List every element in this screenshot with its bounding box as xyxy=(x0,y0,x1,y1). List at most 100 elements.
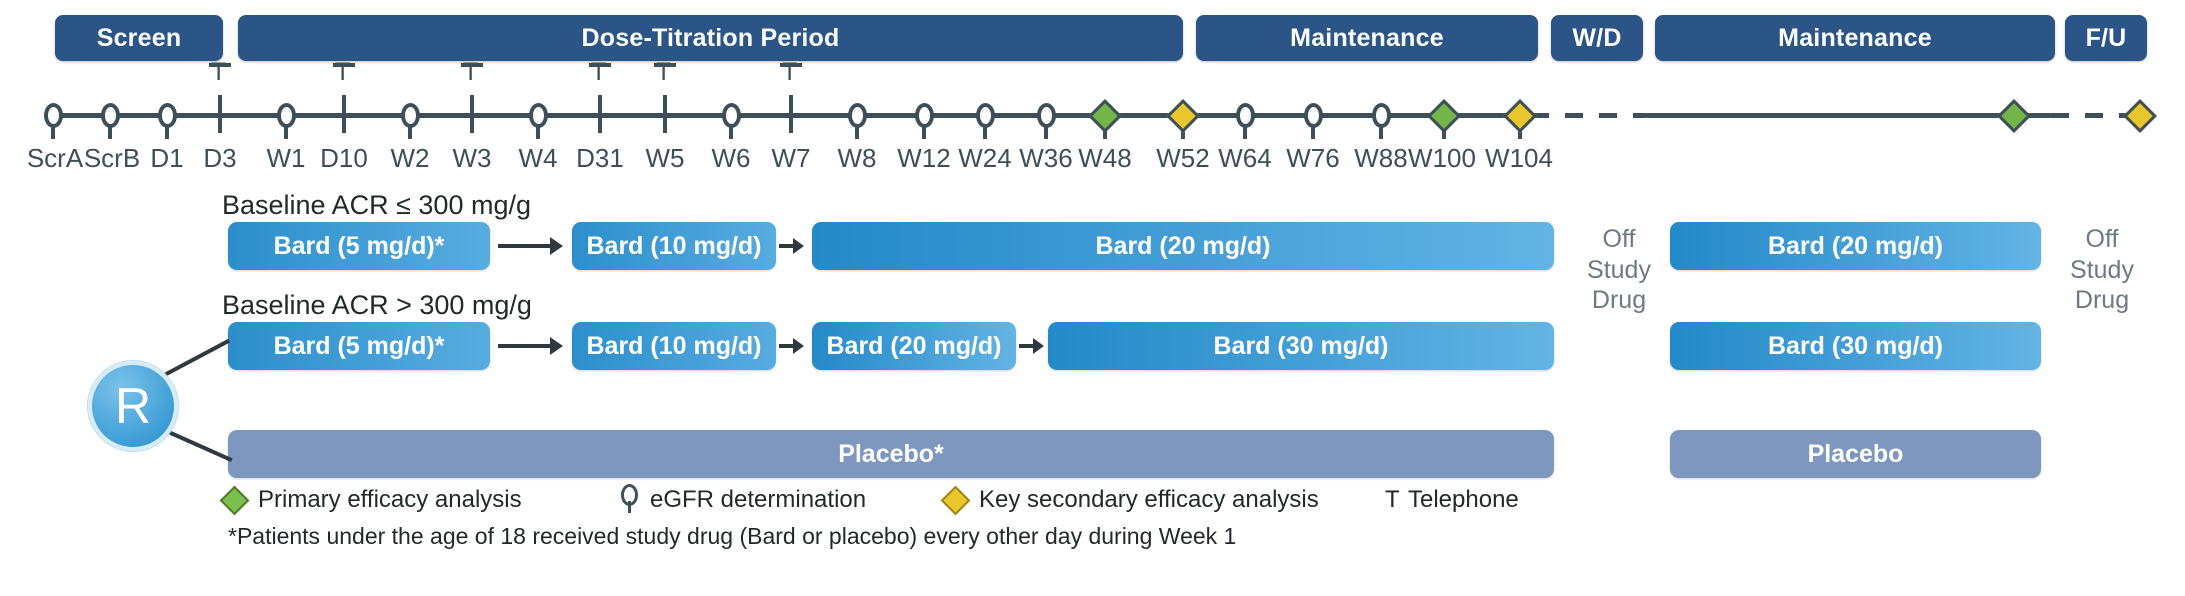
off-study-drug-first: Off Study Drug xyxy=(1574,224,1664,316)
egfr-marker-icon xyxy=(44,103,63,128)
egfr-marker-icon xyxy=(1236,103,1255,128)
egfr-stem xyxy=(729,124,733,139)
phase-bar-maintenance-2: Maintenance xyxy=(1655,15,2055,61)
bar-label: Bard (20 mg/d) xyxy=(826,331,1002,360)
legend-label-telephone: Telephone xyxy=(1408,486,1519,513)
key-secondary-efficacy-diamond-icon xyxy=(1166,99,1200,133)
egfr-marker-icon xyxy=(722,103,741,128)
arrow-high-5-to-10 xyxy=(498,344,560,348)
tick-label-w2: W2 xyxy=(390,143,430,173)
legend-telephone-icon: T xyxy=(1385,486,1400,513)
phase-bar-follow-up: F/U xyxy=(2065,15,2147,61)
tick-label-w7: W7 xyxy=(771,143,811,173)
bar-label: Bard (10 mg/d) xyxy=(586,331,762,360)
primary-efficacy-diamond-icon xyxy=(1088,99,1122,133)
timeline-axis-main xyxy=(56,113,1531,118)
key-secondary-efficacy-diamond-icon-right xyxy=(2123,99,2157,133)
phase-bar-label: F/U xyxy=(2085,23,2127,52)
egfr-marker-icon xyxy=(158,103,177,128)
egfr-marker-icon xyxy=(1037,103,1056,128)
tick-label-w88: W88 xyxy=(1354,143,1408,173)
tick-label-w104: W104 xyxy=(1485,143,1553,173)
telephone-top-bar xyxy=(461,63,483,67)
egfr-marker-icon xyxy=(101,103,120,128)
bar-cohort-high-bard20: Bard (20 mg/d) xyxy=(812,322,1016,370)
bar-cohort-high-bard10: Bard (10 mg/d) xyxy=(572,322,776,370)
egfr-stem xyxy=(922,124,926,139)
phase-bar-label: Dose-Titration Period xyxy=(581,23,840,52)
arrow-high-10-to-20 xyxy=(779,344,801,348)
egfr-stem xyxy=(108,124,112,139)
egfr-stem xyxy=(51,124,55,139)
legend-secondary-diamond-icon xyxy=(940,485,971,516)
telephone-marker-icon xyxy=(470,95,474,133)
tick-label-w36: W36 xyxy=(1019,143,1073,173)
arrow-high-20-to-30 xyxy=(1019,344,1041,348)
timeline-axis-dashed-1 xyxy=(1531,113,1646,118)
legend-egfr-stem xyxy=(628,501,631,513)
tick-label-w48: W48 xyxy=(1078,143,1132,173)
off-study-drug-line: Off xyxy=(1602,225,1636,253)
phase-bar-withdrawal: W/D xyxy=(1551,15,1643,61)
cohort-low-label: Baseline ACR ≤ 300 mg/g xyxy=(222,190,531,220)
legend-footnote: *Patients under the age of 18 received s… xyxy=(228,523,1237,549)
egfr-marker-icon xyxy=(915,103,934,128)
tick-label-w100: W100 xyxy=(1408,143,1476,173)
timeline-axis-dashed-2 xyxy=(2051,113,2151,118)
legend-label-secondary: Key secondary efficacy analysis xyxy=(979,486,1319,513)
egfr-marker-icon xyxy=(848,103,867,128)
tick-label-scrb: ScrB xyxy=(83,143,141,173)
telephone-top-bar xyxy=(589,63,611,67)
egfr-stem xyxy=(1243,124,1247,139)
bar-cohort-high-bard30-maintenance: Bard (30 mg/d) xyxy=(1670,322,2041,370)
tick-label-w12: W12 xyxy=(897,143,951,173)
egfr-stem xyxy=(408,124,412,139)
primary-efficacy-diamond-icon-right xyxy=(1997,99,2031,133)
legend-label-primary: Primary efficacy analysis xyxy=(258,486,522,513)
tick-label-scra: ScrA xyxy=(26,143,84,173)
tick-label-w52: W52 xyxy=(1156,143,1210,173)
egfr-marker-icon xyxy=(277,103,296,128)
telephone-top-bar xyxy=(780,63,802,67)
tick-label-d1: D1 xyxy=(150,143,184,173)
off-study-drug-line: Off xyxy=(2085,225,2119,253)
bar-label: Bard (5 mg/d)* xyxy=(273,331,445,360)
legend-primary-diamond-icon xyxy=(219,485,250,516)
cohort-high-label: Baseline ACR > 300 mg/g xyxy=(222,290,532,320)
off-study-drug-line: Drug xyxy=(1591,286,1647,314)
phase-bar-label: Screen xyxy=(96,23,182,52)
tick-label-w1: W1 xyxy=(266,143,306,173)
bar-label: Bard (30 mg/d) xyxy=(1213,331,1389,360)
egfr-marker-icon xyxy=(1304,103,1323,128)
bar-cohort-high-bard30: Bard (30 mg/d) xyxy=(1048,322,1554,370)
bar-label: Bard (30 mg/d) xyxy=(1767,331,1944,360)
randomization-label: R xyxy=(114,378,152,434)
egfr-stem xyxy=(983,124,987,139)
bar-label: Bard (5 mg/d)* xyxy=(273,231,445,260)
timeline-axis-segment-2 xyxy=(1646,113,2051,118)
tick-label-d31: D31 xyxy=(576,143,624,173)
arrow-low-10-to-20 xyxy=(779,244,801,248)
egfr-stem xyxy=(1379,124,1383,139)
tick-label-d3: D3 xyxy=(203,143,237,173)
bar-label: Bard (10 mg/d) xyxy=(586,231,762,260)
egfr-stem xyxy=(1044,124,1048,139)
bar-cohort-low-bard20: Bard (20 mg/d) xyxy=(812,222,1554,270)
egfr-stem xyxy=(165,124,169,139)
randomization-circle: R xyxy=(88,361,178,451)
tick-label-w5: W5 xyxy=(645,143,685,173)
telephone-marker-icon xyxy=(218,95,222,133)
phase-bar-screen: Screen xyxy=(55,15,223,61)
legend-label-egfr: eGFR determination xyxy=(650,486,867,513)
bar-placebo-maintenance: Placebo xyxy=(1670,430,2041,478)
off-study-drug-second: Off Study Drug xyxy=(2057,224,2147,316)
egfr-stem xyxy=(536,124,540,139)
bar-cohort-low-bard5: Bard (5 mg/d)* xyxy=(228,222,490,270)
telephone-marker-icon xyxy=(342,95,346,133)
off-study-drug-line: Study xyxy=(2070,255,2134,284)
tick-label-w24: W24 xyxy=(958,143,1012,173)
key-secondary-efficacy-diamond-icon xyxy=(1503,99,1537,133)
tick-label-w3: W3 xyxy=(452,143,492,173)
phase-bar-label: W/D xyxy=(1572,23,1622,52)
